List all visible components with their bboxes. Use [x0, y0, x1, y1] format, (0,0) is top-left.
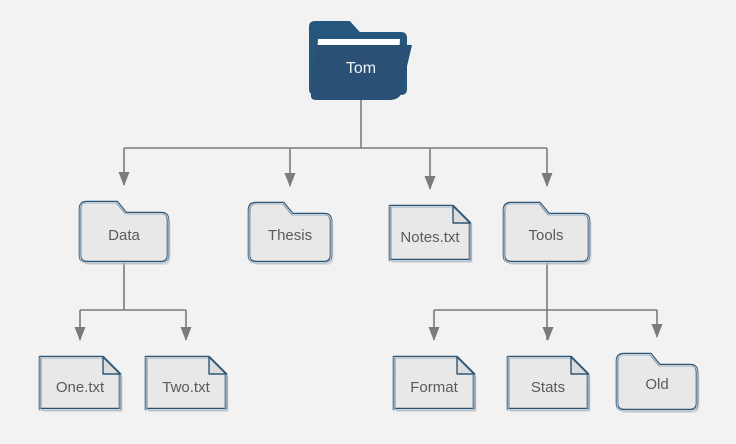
file-corner-fold-icon [456, 356, 475, 375]
node-one[interactable]: One.txt [38, 355, 123, 412]
node-highlight [616, 354, 698, 412]
arrow-data-icon [118, 172, 130, 186]
file-corner-fold-icon [102, 356, 121, 375]
arrow-format-icon [428, 327, 440, 341]
node-thesis[interactable]: Thesis [247, 201, 334, 265]
node-highlight [389, 206, 471, 262]
node-data[interactable]: Data [78, 200, 171, 265]
node-highlight [145, 357, 227, 411]
node-highlight [507, 357, 589, 411]
node-format[interactable]: Format [392, 355, 477, 412]
arrow-notes-icon [424, 176, 436, 190]
file-corner-fold-icon [570, 356, 589, 375]
arrow-stats-icon [542, 327, 554, 341]
root-folder-front-icon [310, 45, 412, 100]
arrow-thesis-icon [284, 173, 296, 187]
file-corner-fold-icon [208, 356, 227, 375]
node-highlight [248, 203, 332, 264]
node-notes[interactable]: Notes.txt [388, 204, 473, 263]
node-tom[interactable]: Tom [309, 21, 412, 100]
node-stats[interactable]: Stats [506, 355, 591, 412]
node-tools[interactable]: Tools [502, 201, 592, 265]
node-old[interactable]: Old [615, 352, 700, 413]
arrow-one-icon [74, 327, 86, 341]
root-node-layer: Tom [309, 21, 412, 100]
node-highlight [39, 357, 121, 411]
arrow-tools-icon [541, 173, 553, 187]
arrow-two-icon [180, 327, 192, 341]
node-highlight [503, 203, 590, 264]
node-two[interactable]: Two.txt [144, 355, 229, 412]
node-highlight [79, 202, 169, 264]
arrowhead-layer [74, 172, 663, 341]
arrow-old-icon [651, 324, 663, 338]
file-corner-fold-icon [452, 205, 471, 224]
node-highlight [393, 357, 475, 411]
